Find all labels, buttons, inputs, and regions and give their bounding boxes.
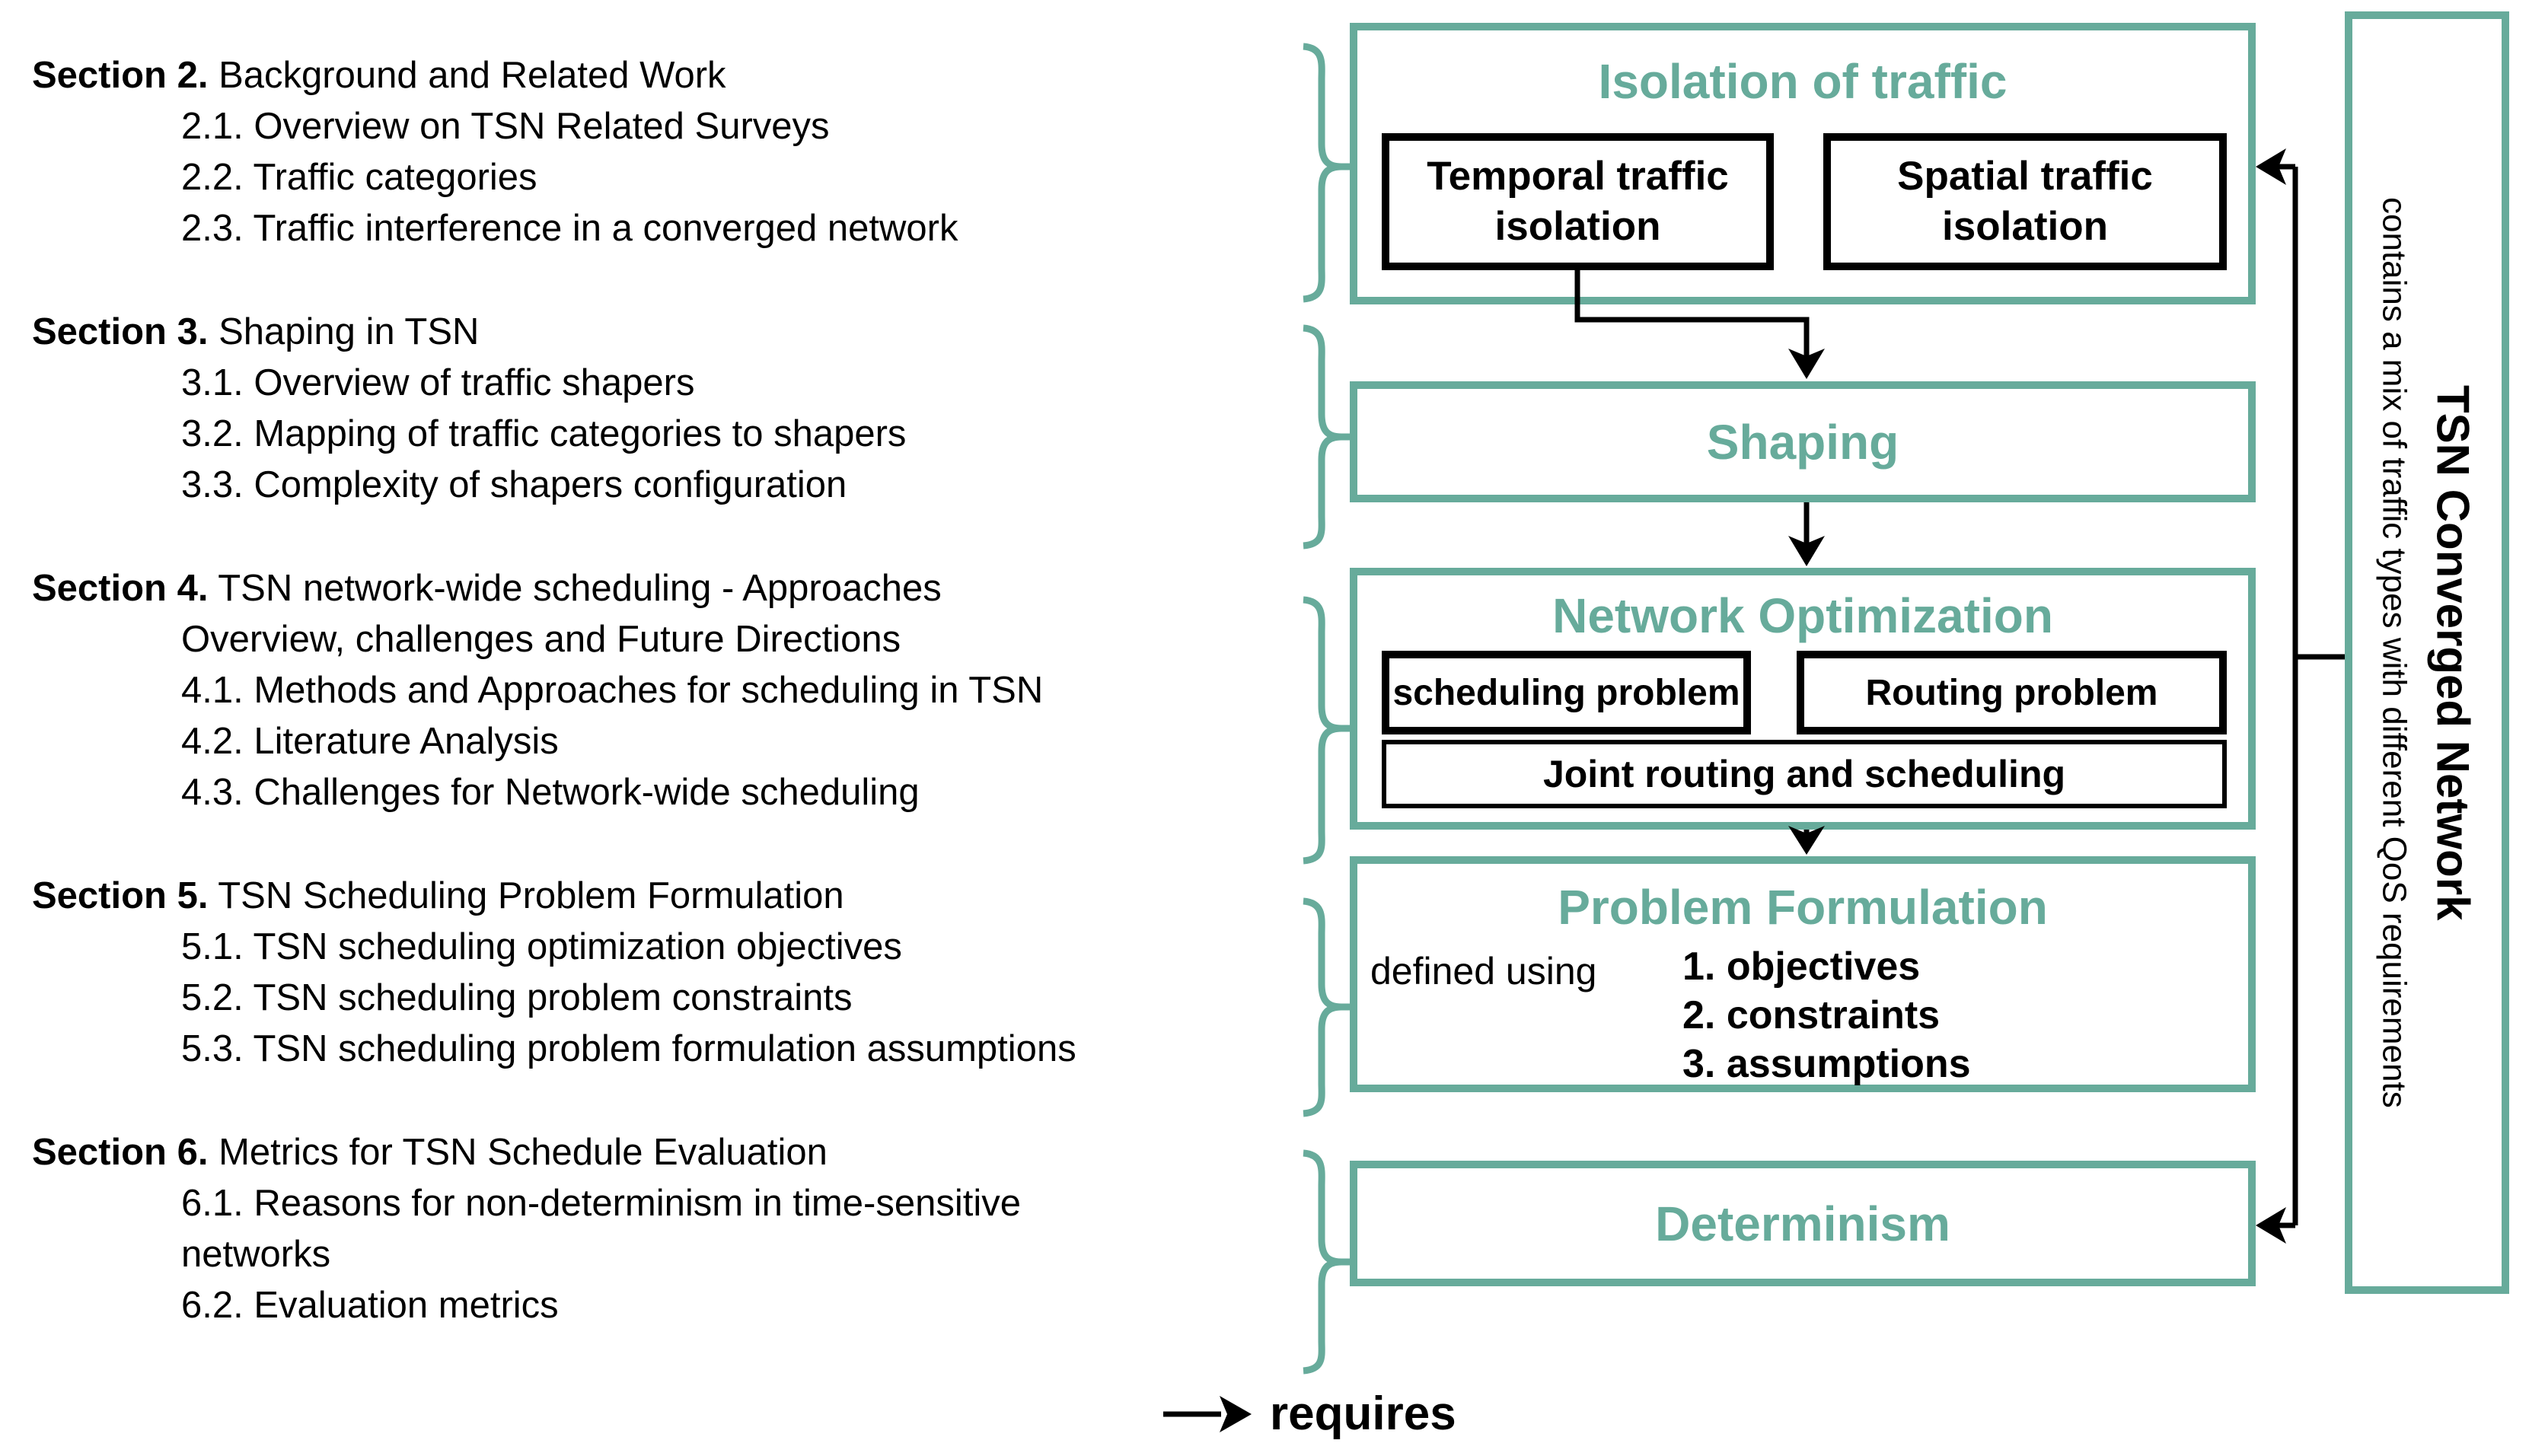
temporal-traffic-isolation-box: Temporal traffic isolation (1382, 133, 1774, 270)
isolation-title: Isolation of traffic (1598, 54, 2008, 109)
problem-formulation-list: 1. objectives 2. constraints 3. assumpti… (1682, 942, 1971, 1088)
section-title: Shaping in TSN (218, 311, 480, 352)
shaping-box: Shaping (1350, 381, 2256, 502)
toc-item: 3.2. Mapping of traffic categories to sh… (181, 413, 907, 454)
defined-using-label: defined using (1370, 950, 1597, 992)
brace-section6 (1303, 1149, 1354, 1375)
section-title: TSN network-wide scheduling - Approaches… (181, 568, 942, 660)
toc-section-2: Section 2. Background and Related Work 2… (32, 50, 1288, 254)
arrowhead-shaping (1788, 349, 1825, 379)
arrowhead-determinism (2256, 1207, 2286, 1244)
problem-formulation-title: Problem Formulation (1558, 880, 2048, 935)
list-item-objectives: 1. objectives (1682, 945, 1921, 989)
toc-item: 5.1. TSN scheduling optimization objecti… (181, 926, 902, 967)
toc-section-6: Section 6. Metrics for TSN Schedule Eval… (32, 1127, 1288, 1331)
section-heading: Section 3. Shaping in TSN (32, 307, 1288, 358)
list-item-constraints: 2. constraints (1682, 993, 1941, 1037)
scheduling-problem-box: scheduling problem (1382, 651, 1751, 734)
arrowhead-isolation (2256, 148, 2286, 185)
list-item-assumptions: 3. assumptions (1682, 1042, 1971, 1086)
section-title: Metrics for TSN Schedule Evaluation (218, 1132, 828, 1173)
brace-section3 (1303, 324, 1354, 550)
section-label: Section 4. (32, 568, 209, 609)
network-optimization-title: Network Optimization (1552, 588, 2053, 643)
section-label: Section 2. (32, 55, 209, 96)
toc-item: 2.2. Traffic categories (181, 157, 537, 198)
section-label: Section 3. (32, 311, 209, 352)
brace-section5 (1303, 897, 1354, 1117)
determinism-title: Determinism (1655, 1196, 1950, 1251)
toc-item: 2.1. Overview on TSN Related Surveys (181, 106, 830, 147)
toc-item: 3.1. Overview of traffic shapers (181, 362, 695, 403)
table-of-contents: Section 2. Background and Related Work 2… (32, 50, 1288, 1331)
toc-item: 3.3. Complexity of shapers configuration (181, 464, 847, 505)
toc-item: 4.2. Literature Analysis (181, 721, 559, 762)
section-heading: Section 6. Metrics for TSN Schedule Eval… (32, 1127, 1288, 1178)
toc-item: 2.3. Traffic interference in a converged… (181, 208, 958, 249)
toc-item: 5.3. TSN scheduling problem formulation … (181, 1028, 1076, 1069)
determinism-box: Determinism (1350, 1161, 2256, 1286)
converged-network-title: TSN Converged Network (2427, 384, 2479, 921)
problem-formulation-box: Problem Formulation (1350, 856, 2256, 1092)
section-heading: Section 4. TSN network-wide scheduling -… (32, 563, 1288, 665)
routing-problem-box: Routing problem (1797, 651, 2227, 734)
tsn-converged-network-box: contains a mix of traffic types with dif… (2345, 11, 2509, 1294)
brace-section4 (1303, 596, 1354, 865)
toc-item: 4.1. Methods and Approaches for scheduli… (181, 670, 1044, 711)
section-title: TSN Scheduling Problem Formulation (218, 875, 844, 916)
section-title: Background and Related Work (218, 55, 726, 96)
section-heading: Section 2. Background and Related Work (32, 50, 1288, 101)
arrowhead-legend (1220, 1396, 1252, 1432)
legend-requires-label: requires (1270, 1388, 1456, 1440)
toc-section-5: Section 5. TSN Scheduling Problem Formul… (32, 871, 1288, 1075)
section-label: Section 6. (32, 1132, 209, 1173)
section-heading: Section 5. TSN Scheduling Problem Formul… (32, 871, 1288, 922)
toc-section-4: Section 4. TSN network-wide scheduling -… (32, 563, 1288, 818)
joint-routing-scheduling-box: Joint routing and scheduling (1382, 740, 2227, 808)
arrowhead-netopt (1788, 536, 1825, 566)
toc-item: 5.2. TSN scheduling problem constraints (181, 977, 853, 1018)
toc-item: 6.1. Reasons for non-determinism in time… (181, 1183, 1021, 1275)
section-label: Section 5. (32, 875, 209, 916)
arrowhead-probform (1788, 826, 1825, 855)
toc-section-3: Section 3. Shaping in TSN 3.1. Overview … (32, 307, 1288, 511)
shaping-title: Shaping (1706, 414, 1899, 470)
toc-item: 6.2. Evaluation metrics (181, 1285, 559, 1326)
spatial-traffic-isolation-box: Spatial traffic isolation (1823, 133, 2227, 270)
converged-network-note: contains a mix of traffic types with dif… (2375, 197, 2413, 1108)
brace-section2 (1303, 43, 1354, 303)
toc-item: 4.3. Challenges for Network-wide schedul… (181, 772, 920, 813)
